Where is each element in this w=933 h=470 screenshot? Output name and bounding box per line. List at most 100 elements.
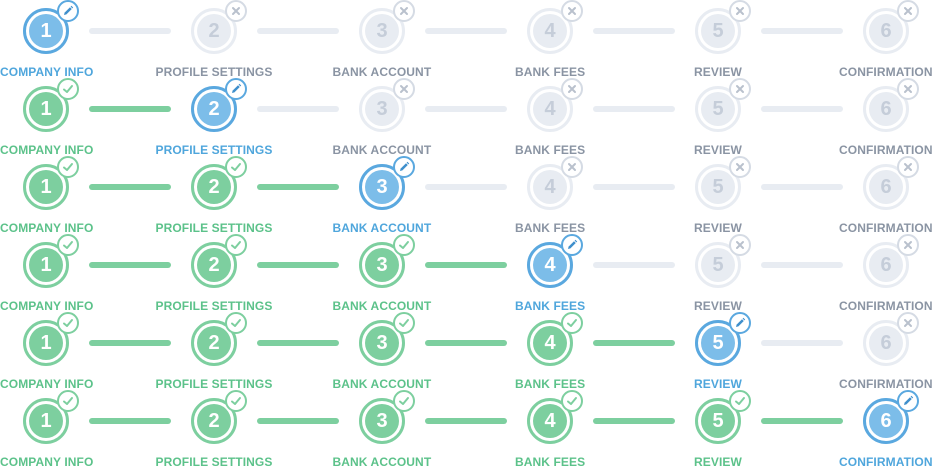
x-icon [729, 0, 751, 22]
step-number: 4 [533, 170, 567, 204]
step-connector [257, 184, 339, 190]
step-6-circle[interactable]: 6 [863, 164, 909, 210]
step-2-circle[interactable]: 2 [191, 8, 237, 54]
step-1-circle[interactable]: 1 [23, 164, 69, 210]
step-2-label: PROFILE SETTINGS [155, 377, 273, 391]
step-4-circle[interactable]: 4 [527, 164, 573, 210]
step-2-circle[interactable]: 2 [191, 398, 237, 444]
step-number: 5 [701, 404, 735, 438]
step-4-circle[interactable]: 4 [527, 398, 573, 444]
step-connector [761, 184, 843, 190]
step-number: 6 [869, 248, 903, 282]
step-5-circle[interactable]: 5 [695, 8, 741, 54]
step-6-circle[interactable]: 6 [863, 242, 909, 288]
step-connector [89, 106, 171, 112]
check-icon [57, 78, 79, 100]
step-number: 1 [29, 404, 63, 438]
x-icon [225, 0, 247, 22]
step-3-label: BANK ACCOUNT [332, 299, 432, 313]
check-icon [57, 390, 79, 412]
pencil-icon [225, 78, 247, 100]
step-number: 5 [701, 326, 735, 360]
step-connector [761, 340, 843, 346]
step-6-circle[interactable]: 6 [863, 320, 909, 366]
step-2-circle[interactable]: 2 [191, 242, 237, 288]
step-number: 5 [701, 170, 735, 204]
x-icon [561, 78, 583, 100]
step-number: 5 [701, 14, 735, 48]
step-3-circle[interactable]: 3 [359, 242, 405, 288]
step-5-label: REVIEW [694, 65, 742, 79]
pencil-icon [897, 390, 919, 412]
step-3-circle[interactable]: 3 [359, 86, 405, 132]
step-1-circle[interactable]: 1 [23, 398, 69, 444]
step-4-circle[interactable]: 4 [527, 8, 573, 54]
step-6-circle[interactable]: 6 [863, 398, 909, 444]
step-number: 1 [29, 248, 63, 282]
step-5-label: REVIEW [694, 143, 742, 157]
step-4-circle[interactable]: 4 [527, 320, 573, 366]
step-3-circle[interactable]: 3 [359, 398, 405, 444]
step-3-circle[interactable]: 3 [359, 164, 405, 210]
step-connector [89, 340, 171, 346]
step-1-label: COMPANY INFO [0, 143, 94, 157]
step-5-circle[interactable]: 5 [695, 242, 741, 288]
step-1-label: COMPANY INFO [0, 65, 94, 79]
step-connector [257, 106, 339, 112]
x-icon [729, 78, 751, 100]
step-1-circle[interactable]: 1 [23, 8, 69, 54]
step-1-label: COMPANY INFO [0, 221, 94, 235]
step-connector [593, 28, 675, 34]
step-connector [425, 106, 507, 112]
step-1-circle[interactable]: 1 [23, 320, 69, 366]
step-number: 1 [29, 326, 63, 360]
step-1-label: COMPANY INFO [0, 377, 94, 391]
x-icon [897, 78, 919, 100]
step-number: 2 [197, 404, 231, 438]
step-connector [761, 418, 843, 424]
step-connector [761, 262, 843, 268]
x-icon [897, 156, 919, 178]
step-6-label: CONFIRMATION [839, 299, 933, 313]
step-3-label: BANK ACCOUNT [332, 143, 432, 157]
step-3-label: BANK ACCOUNT [332, 455, 432, 469]
step-number: 2 [197, 248, 231, 282]
step-connector [89, 184, 171, 190]
step-2-circle[interactable]: 2 [191, 164, 237, 210]
step-1-circle[interactable]: 1 [23, 86, 69, 132]
step-2-label: PROFILE SETTINGS [155, 299, 273, 313]
step-4-circle[interactable]: 4 [527, 242, 573, 288]
step-number: 4 [533, 248, 567, 282]
step-5-circle[interactable]: 5 [695, 164, 741, 210]
step-6-label: CONFIRMATION [839, 455, 933, 469]
step-4-label: BANK FEES [515, 65, 586, 79]
check-icon [57, 312, 79, 334]
check-icon [729, 390, 751, 412]
check-icon [225, 234, 247, 256]
step-1-circle[interactable]: 1 [23, 242, 69, 288]
step-3-label: BANK ACCOUNT [332, 221, 432, 235]
step-3-circle[interactable]: 3 [359, 8, 405, 54]
step-number: 3 [365, 248, 399, 282]
step-number: 2 [197, 14, 231, 48]
step-6-circle[interactable]: 6 [863, 86, 909, 132]
step-5-circle[interactable]: 5 [695, 320, 741, 366]
step-5-circle[interactable]: 5 [695, 86, 741, 132]
step-number: 3 [365, 404, 399, 438]
step-2-label: PROFILE SETTINGS [155, 455, 273, 469]
step-3-circle[interactable]: 3 [359, 320, 405, 366]
step-5-label: REVIEW [694, 455, 742, 469]
step-6-circle[interactable]: 6 [863, 8, 909, 54]
step-connector [257, 262, 339, 268]
step-number: 1 [29, 170, 63, 204]
step-2-circle[interactable]: 2 [191, 320, 237, 366]
step-4-label: BANK FEES [515, 143, 586, 157]
x-icon [561, 156, 583, 178]
step-5-circle[interactable]: 5 [695, 398, 741, 444]
step-2-circle[interactable]: 2 [191, 86, 237, 132]
step-4-label: BANK FEES [515, 455, 586, 469]
step-4-circle[interactable]: 4 [527, 86, 573, 132]
